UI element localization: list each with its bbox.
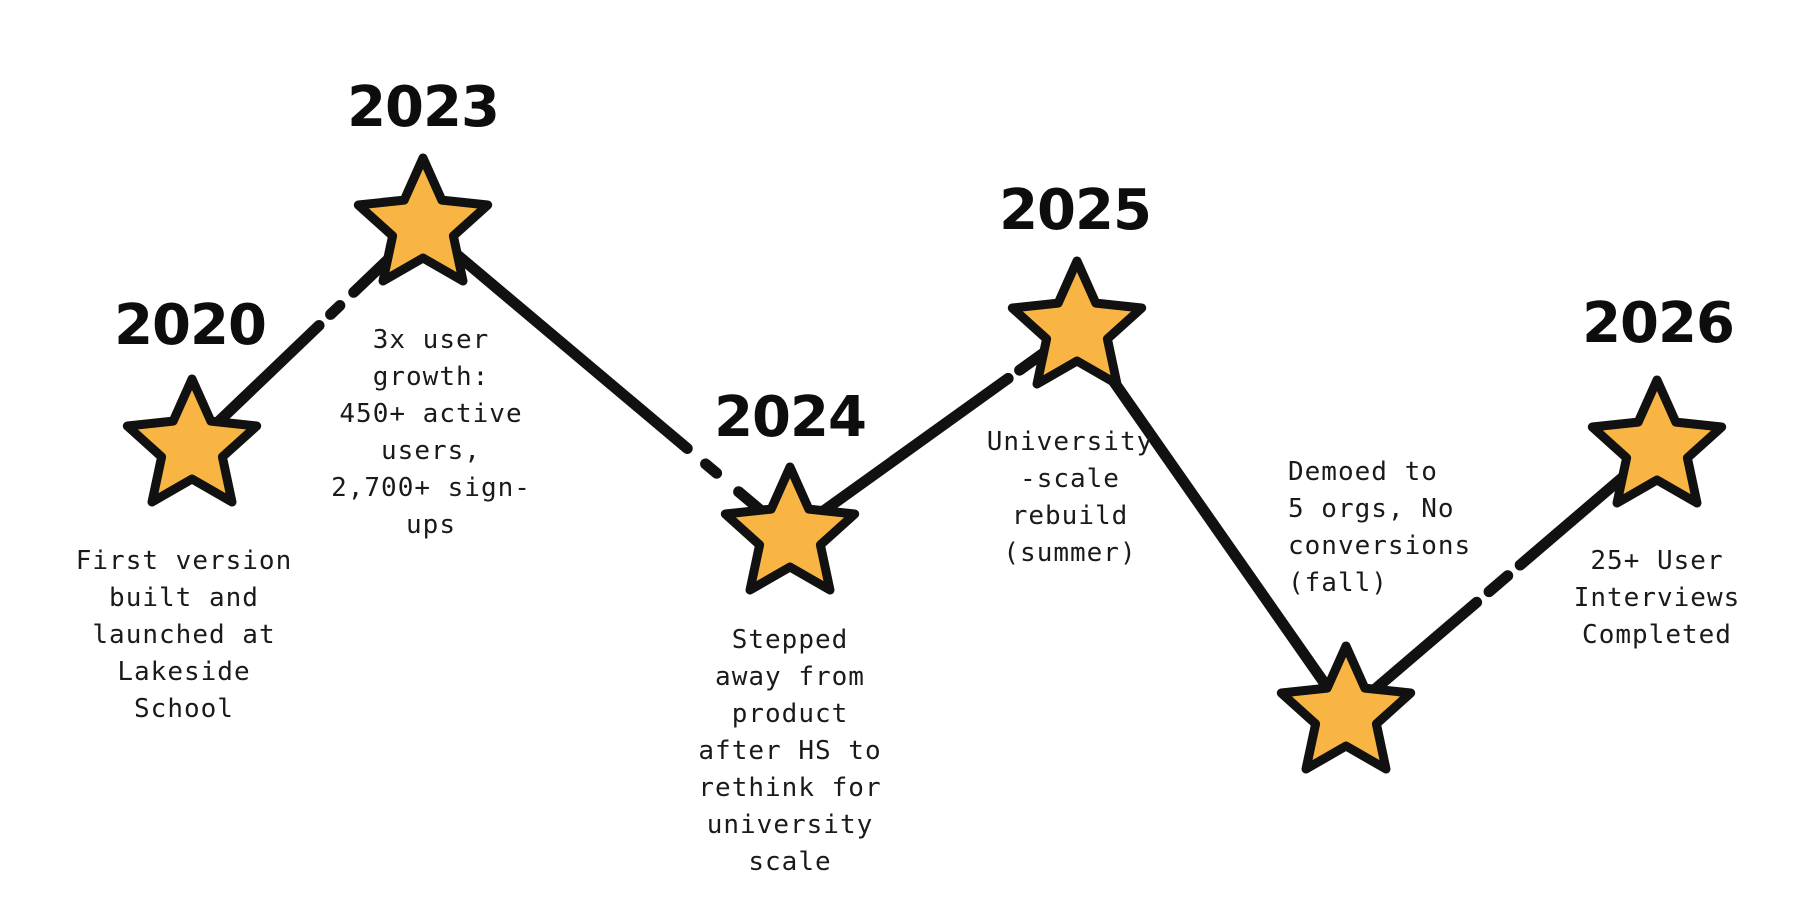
milestone-description-2023: 3x user growth: 450+ active users, 2,700… xyxy=(331,325,531,540)
connector-fall-2026-segment-1 xyxy=(1483,570,1514,598)
year-label-2023: 2023 xyxy=(347,75,500,140)
year-label-2020: 2020 xyxy=(114,293,267,358)
star-icon-2024 xyxy=(720,462,860,595)
year-label-2026: 2026 xyxy=(1582,291,1735,356)
year-label-2025: 2025 xyxy=(999,178,1152,243)
milestone-description-fall: Demoed to 5 orgs, No conversions (fall) xyxy=(1288,457,1472,598)
year-label-2024: 2024 xyxy=(714,385,867,450)
star-icon-fall xyxy=(1276,641,1416,774)
milestone-description-2026: 25+ User Interviews Completed xyxy=(1573,546,1741,650)
connector-2023-2024-segment-1 xyxy=(700,458,723,479)
star-icon-2025 xyxy=(1007,256,1147,389)
connector-2025-fall-segment-0 xyxy=(1071,323,1352,720)
connector-2020-2023-segment-1 xyxy=(325,300,346,320)
milestone-description-2024: Stepped away from product after HS to re… xyxy=(698,625,882,877)
star-icon-2026 xyxy=(1587,375,1727,508)
star-icon-2023 xyxy=(353,153,493,286)
connector-2023-2024-segment-0 xyxy=(417,220,693,454)
milestone-description-2020: First version built and launched at Lake… xyxy=(75,546,293,724)
star-icon-2020 xyxy=(122,374,262,507)
milestone-description-2025: University -scale rebuild (summer) xyxy=(986,427,1154,568)
